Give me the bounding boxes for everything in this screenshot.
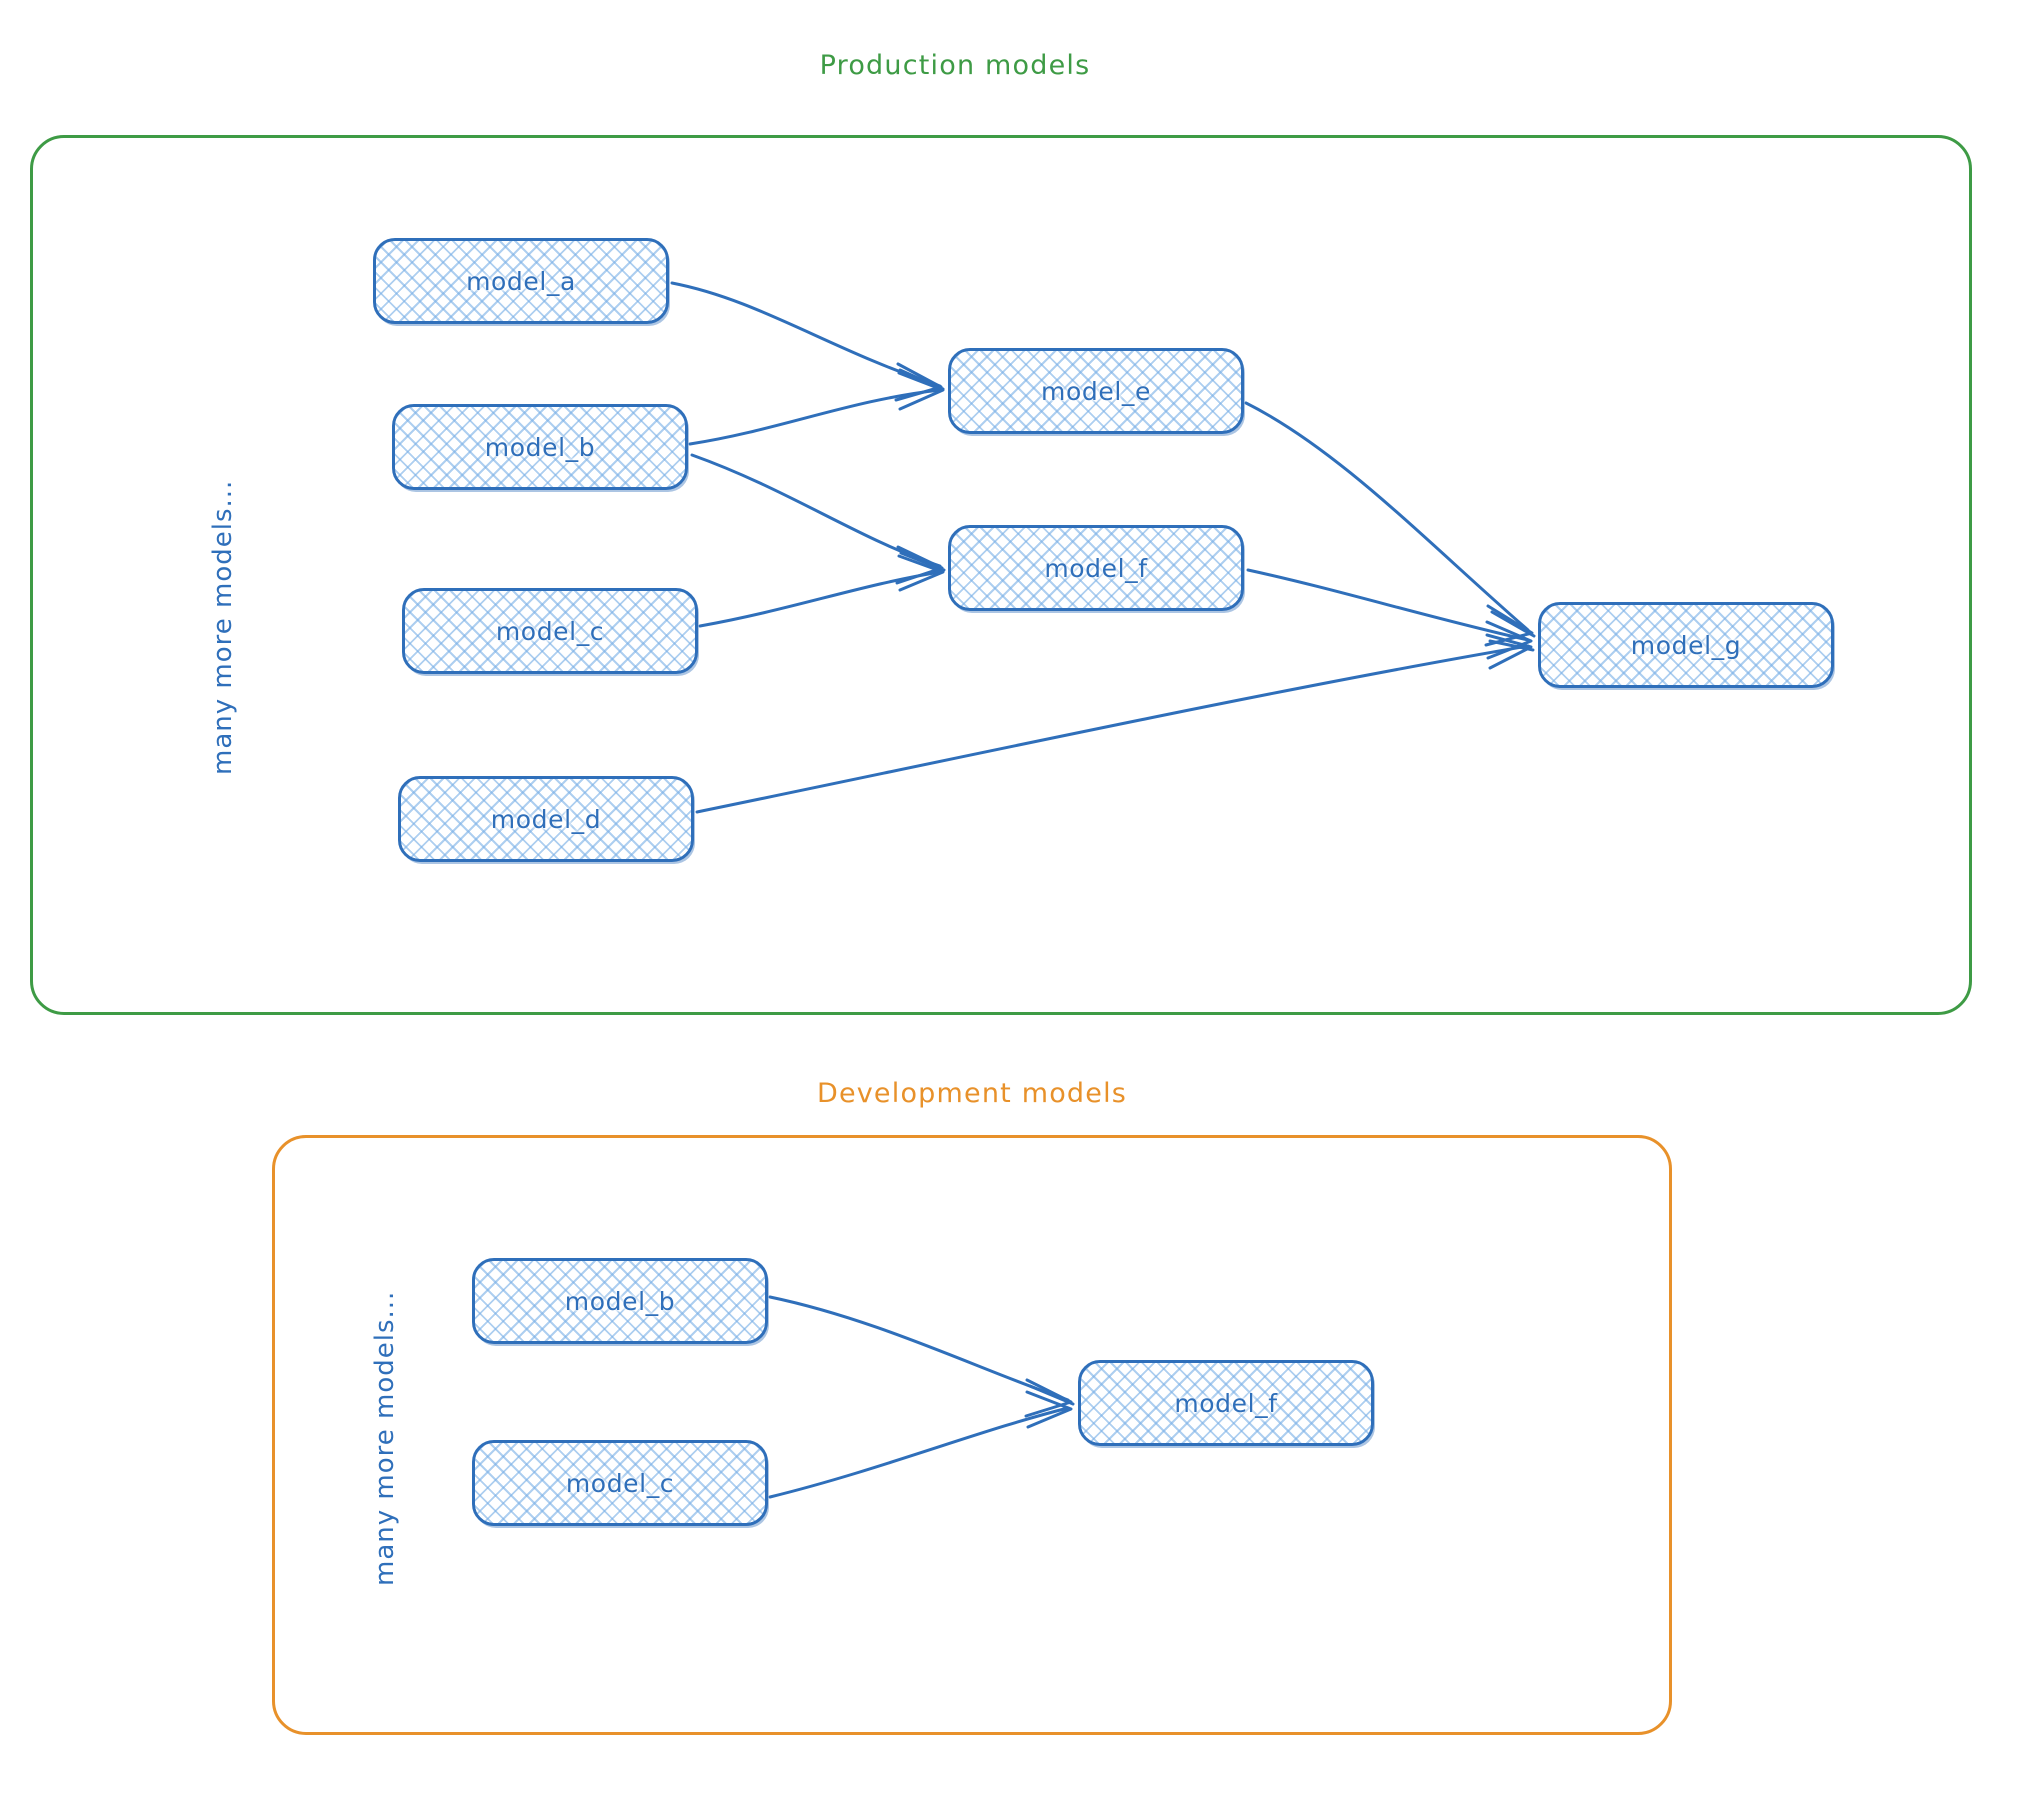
production-side-label: many more models... bbox=[208, 479, 238, 775]
development-group-box bbox=[272, 1135, 1672, 1735]
node-dev-model-c[interactable]: model_c bbox=[472, 1440, 768, 1526]
node-model-g[interactable]: model_g bbox=[1538, 602, 1834, 688]
node-label: model_a bbox=[466, 266, 576, 296]
node-label: model_b bbox=[484, 432, 596, 462]
development-side-label: many more models... bbox=[370, 1290, 400, 1586]
node-label: model_c bbox=[565, 1468, 675, 1498]
node-label: model_e bbox=[1041, 376, 1151, 406]
node-model-e[interactable]: model_e bbox=[948, 348, 1244, 434]
node-label: model_f bbox=[1174, 1388, 1278, 1418]
node-model-b[interactable]: model_b bbox=[392, 404, 688, 490]
node-label: model_b bbox=[564, 1286, 676, 1316]
node-dev-model-f[interactable]: model_f bbox=[1078, 1360, 1374, 1446]
node-model-c[interactable]: model_c bbox=[402, 588, 698, 674]
production-group-title: Production models bbox=[819, 50, 1091, 81]
node-model-a[interactable]: model_a bbox=[373, 238, 669, 324]
node-label: model_d bbox=[490, 804, 602, 834]
production-group-box bbox=[30, 135, 1972, 1015]
node-label: model_c bbox=[495, 616, 605, 646]
node-label: model_g bbox=[1630, 630, 1742, 660]
node-dev-model-b[interactable]: model_b bbox=[472, 1258, 768, 1344]
node-label: model_f bbox=[1044, 553, 1148, 583]
node-model-f[interactable]: model_f bbox=[948, 525, 1244, 611]
node-model-d[interactable]: model_d bbox=[398, 776, 694, 862]
development-group-title: Development models bbox=[816, 1078, 1128, 1109]
